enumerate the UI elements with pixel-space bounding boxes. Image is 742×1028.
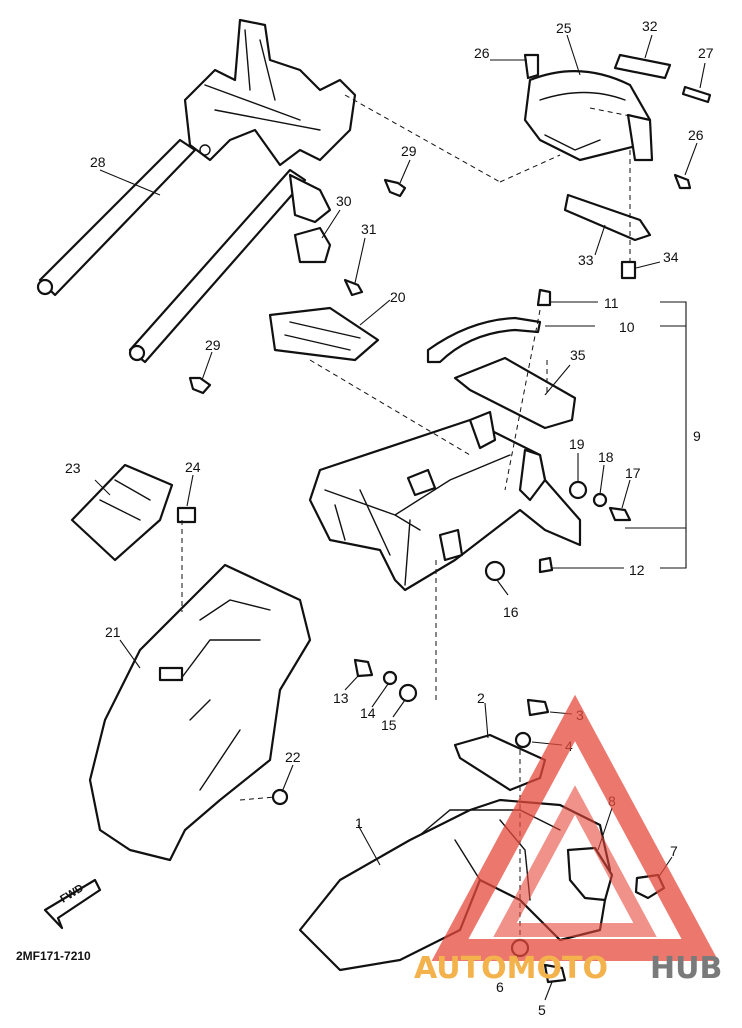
part-26-screw-upper: [523, 53, 540, 80]
part-29-bolt-upper: [383, 178, 407, 198]
callout-9: 9: [693, 428, 701, 444]
part-23-mudflap: [70, 463, 174, 562]
watermark-text-auto: AUTOMOTO: [414, 951, 608, 986]
part-17-bolt: [608, 506, 632, 522]
part-30-bracket: [293, 226, 332, 264]
callout-19: 19: [569, 436, 585, 452]
callout-33: 33: [578, 252, 594, 268]
part-35-cover: [453, 356, 577, 430]
callout-29b: 29: [205, 337, 221, 353]
part-21-rear-fender: [88, 563, 312, 862]
fwd-arrow: FWD: [43, 878, 102, 930]
part-22-bolt: [271, 788, 289, 806]
callout-15: 15: [381, 717, 397, 733]
callout-14: 14: [360, 705, 376, 721]
part-3-bolt: [526, 698, 550, 717]
callout-27: 27: [698, 45, 714, 61]
part-32-strip: [613, 53, 672, 80]
callout-24: 24: [185, 459, 201, 475]
part-9-center-fender: [308, 410, 582, 592]
callout-29a: 29: [401, 143, 417, 159]
diagram-code: 2MF171-7210: [16, 949, 91, 963]
leader-lines: [94, 34, 706, 1001]
callout-labels: 1 2 3 4 5 6 7 8 9 10 11 12 13 14 15 16 1…: [65, 18, 714, 1018]
part-28-rear-frame: [36, 18, 357, 364]
part-10-strap: [426, 316, 542, 364]
part-18-washer: [592, 492, 608, 508]
callout-1: 1: [355, 815, 363, 831]
callout-28: 28: [90, 154, 106, 170]
callout-30: 30: [336, 193, 352, 209]
callout-18: 18: [598, 449, 614, 465]
part-11-clip: [536, 288, 552, 307]
callout-34: 34: [663, 249, 679, 265]
callout-31: 31: [361, 221, 377, 237]
callout-35: 35: [570, 347, 586, 363]
callout-5: 5: [538, 1002, 546, 1018]
callout-17: 17: [625, 465, 641, 481]
watermark-logo: AUTOMOTO HUB: [414, 694, 722, 986]
callout-13: 13: [333, 690, 349, 706]
part-31-bolt: [343, 278, 364, 297]
part-27-pin: [681, 85, 712, 104]
callout-7: 7: [670, 843, 678, 859]
part-24-clip: [176, 506, 197, 524]
watermark-text-hub: HUB: [650, 951, 722, 986]
part-14-washer: [382, 670, 398, 686]
callout-11: 11: [604, 295, 619, 311]
callout-20: 20: [390, 289, 406, 305]
callout-23: 23: [65, 460, 81, 476]
part-16-grommet: [484, 560, 506, 582]
part-15-collar: [398, 683, 418, 703]
callout-26b: 26: [688, 127, 704, 143]
callout-10: 10: [619, 319, 635, 335]
part-29-bolt-lower: [188, 376, 212, 395]
callout-12: 12: [629, 562, 645, 578]
callout-2: 2: [477, 690, 485, 706]
part-26-screw-lower: [673, 173, 692, 190]
part-12-clip: [538, 556, 554, 574]
part-4-collar: [514, 731, 532, 749]
part-20-pad: [268, 306, 380, 362]
callout-16: 16: [503, 604, 519, 620]
part-33-plate: [563, 193, 652, 242]
part-19-nut: [568, 480, 588, 500]
part-5-bolt: [543, 963, 567, 984]
callout-32: 32: [642, 18, 658, 34]
dashed-guides: [181, 94, 651, 940]
callout-26a: 26: [474, 45, 490, 61]
part-13-bolt: [353, 658, 374, 678]
part-34-bolt: [620, 260, 637, 280]
callout-25: 25: [556, 20, 572, 36]
callout-6: 6: [496, 979, 504, 995]
callout-22: 22: [285, 749, 301, 765]
callout-21: 21: [105, 624, 121, 640]
part-25-tail-housing: [523, 70, 654, 162]
